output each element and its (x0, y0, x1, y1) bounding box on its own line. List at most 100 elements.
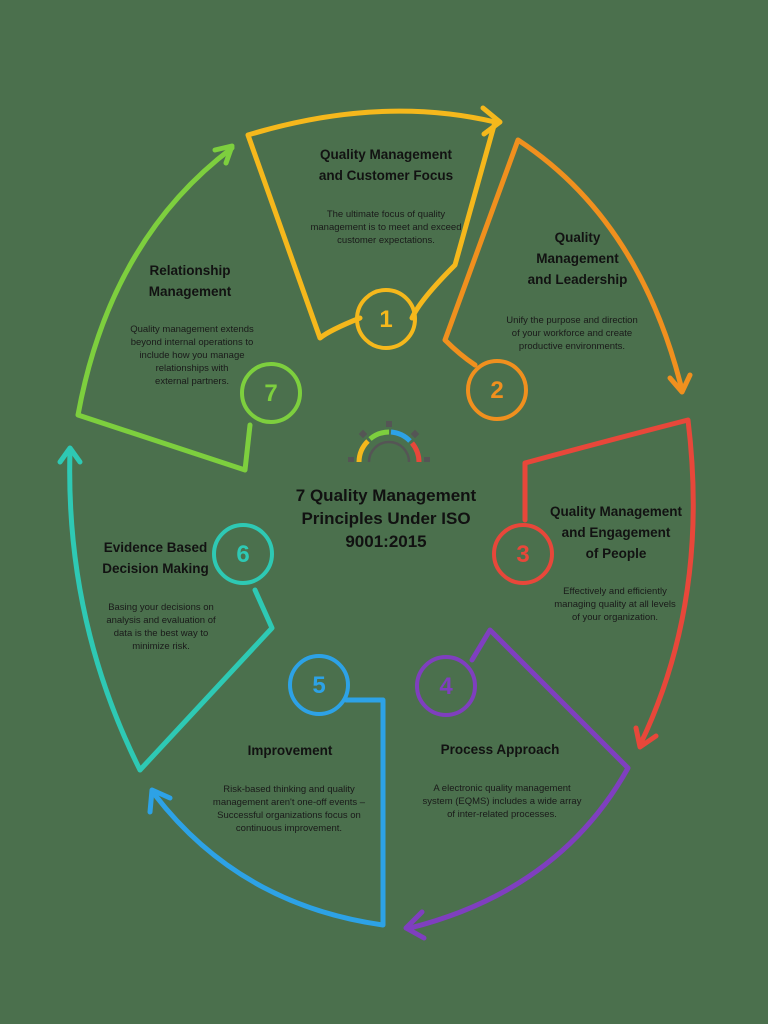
segment-3-outline (522, 417, 696, 748)
segment-2-arrowhead (667, 372, 693, 395)
principle-3: Quality Management and Engagement of Peo… (536, 501, 696, 564)
principle-1: Quality Management and Customer Focus Th… (286, 144, 486, 247)
badge-1: 1 (355, 288, 417, 350)
badge-2-number: 2 (490, 377, 503, 404)
principle-2-desc-line-1: Unify the purpose and direction (506, 315, 638, 326)
principle-4-desc-line-3: of inter-related processes. (447, 809, 557, 820)
principle-2: Quality Management and Leadership (490, 227, 665, 290)
badge-5-circle (288, 654, 350, 716)
badge-4-number: 4 (439, 673, 453, 700)
principle-7-title: Relationship Management (120, 260, 260, 302)
segment-2 (442, 137, 693, 395)
principle-2-title-line-3: and Leadership (527, 272, 628, 287)
segment-5-arrowhead (147, 787, 173, 815)
segment-6-outline (67, 447, 275, 773)
principle-2-title-line-1: Quality (554, 230, 601, 245)
principle-4: Process Approach (410, 739, 590, 760)
principle-5-desc-line-2: management aren't one-off events – (212, 797, 366, 808)
badge-1-number: 1 (379, 306, 392, 333)
principle-4-description: A electronic quality management system (… (402, 782, 602, 821)
segment-6 (57, 445, 275, 773)
principle-1-description: The ultimate focus of quality management… (286, 208, 486, 247)
gear-gauge-icon (348, 421, 430, 463)
principle-2-description: Unify the purpose and direction of your … (482, 314, 662, 353)
badge-3: 3 (492, 523, 554, 585)
principle-7-desc-line-2: beyond internal operations to (130, 337, 254, 348)
segment-3 (522, 417, 696, 750)
principle-3-title: Quality Management and Engagement of Peo… (536, 501, 696, 564)
principle-6-description: Basing your decisions on analysis and ev… (92, 601, 230, 653)
principle-7-desc-line-1: Quality management extends (130, 324, 254, 335)
badge-3-circle (492, 523, 554, 585)
badge-7-number: 7 (264, 380, 277, 407)
principle-3-desc-line-1: Effectively and efficiently (563, 586, 667, 597)
badge-7: 7 (240, 362, 302, 424)
badge-5-number: 5 (312, 672, 325, 699)
badge-6-number: 6 (236, 541, 249, 568)
principle-5-desc-line-4: continuous improvement. (235, 823, 343, 834)
center-title-line-1: 7 Quality Management (295, 486, 477, 505)
principle-4-title-line-1: Process Approach (440, 742, 560, 757)
badge-1-circle (355, 288, 417, 350)
segment-4 (403, 627, 631, 941)
segment-4-outline (407, 627, 631, 931)
segment-5-outline (152, 697, 386, 928)
segment-7 (75, 143, 253, 473)
principle-3-desc-line-2: managing quality at all levels (554, 599, 676, 610)
principle-6-title-line-2: Decision Making (102, 561, 209, 576)
principle-1-title-line-1: Quality Management (319, 147, 453, 162)
principle-2-title: Quality Management and Leadership (490, 227, 665, 290)
principle-5-desc-line-3: Successful organizations focus on (217, 810, 361, 821)
principle-7-desc-line-5: external partners. (155, 376, 229, 387)
principle-7-title-line-2: Management (148, 284, 232, 299)
principle-3-description: Effectively and efficiently managing qua… (540, 585, 690, 624)
principle-3-title-line-2: and Engagement (561, 525, 671, 540)
principle-5-desc-line-1: Risk-based thinking and quality (223, 784, 355, 795)
principle-5-title-line-1: Improvement (247, 743, 333, 758)
principle-7-description: Quality management extends beyond intern… (118, 323, 266, 388)
principle-1-desc-line-3: customer expectations. (337, 235, 435, 246)
center-title: 7 Quality Management Principles Under IS… (278, 484, 494, 553)
badge-6-circle (212, 523, 274, 585)
segment-4-arrowhead (403, 909, 427, 941)
principle-4-desc-line-1: A electronic quality management (433, 783, 571, 794)
center-title-line-3: 9001:2015 (345, 532, 427, 551)
principle-7-desc-line-4: relationships with (155, 363, 229, 374)
principle-5: Improvement (210, 740, 370, 761)
segment-1 (245, 105, 503, 341)
principle-5-description: Risk-based thinking and quality manageme… (198, 783, 380, 835)
segment-7-outline (75, 145, 253, 473)
principle-1-desc-line-1: The ultimate focus of quality (326, 209, 446, 220)
principle-6-title-line-1: Evidence Based (103, 540, 208, 555)
principle-7-title-line-1: Relationship (149, 263, 231, 278)
segment-6-arrowhead (57, 445, 83, 465)
principle-1-title: Quality Management and Customer Focus (286, 144, 486, 186)
principle-1-title-line-2: and Customer Focus (318, 168, 454, 183)
badge-5: 5 (288, 654, 350, 716)
principle-2-desc-line-2: of your workforce and create (511, 328, 633, 339)
principle-4-title: Process Approach (410, 739, 590, 760)
badge-6: 6 (212, 523, 274, 585)
segment-3-arrowhead (633, 725, 659, 750)
segment-5 (147, 697, 386, 928)
principle-7: Relationship Management (120, 260, 260, 302)
principle-4-desc-line-2: system (EQMS) includes a wide array (422, 796, 582, 807)
badge-4-circle (415, 655, 477, 717)
principle-2-title-line-2: Management (536, 251, 619, 266)
principle-6: Evidence Based Decision Making (88, 537, 223, 579)
principle-6-desc-line-1: Basing your decisions on (108, 602, 214, 613)
principle-6-title: Evidence Based Decision Making (88, 537, 223, 579)
badge-4: 4 (415, 655, 477, 717)
principle-1-desc-line-2: management is to meet and exceed (310, 222, 462, 233)
badge-3-number: 3 (516, 541, 529, 568)
segment-2-outline (442, 137, 685, 393)
principle-3-desc-line-3: of your organization. (571, 612, 659, 623)
badge-7-circle (240, 362, 302, 424)
segment-1-outline (245, 108, 498, 341)
principle-2-desc-line-3: productive environments. (518, 341, 626, 352)
segment-7-arrowhead (212, 143, 235, 166)
principle-3-title-line-1: Quality Management (549, 504, 683, 519)
segment-1-arrowhead (480, 105, 503, 137)
principle-7-desc-line-3: include how you manage (139, 350, 245, 361)
